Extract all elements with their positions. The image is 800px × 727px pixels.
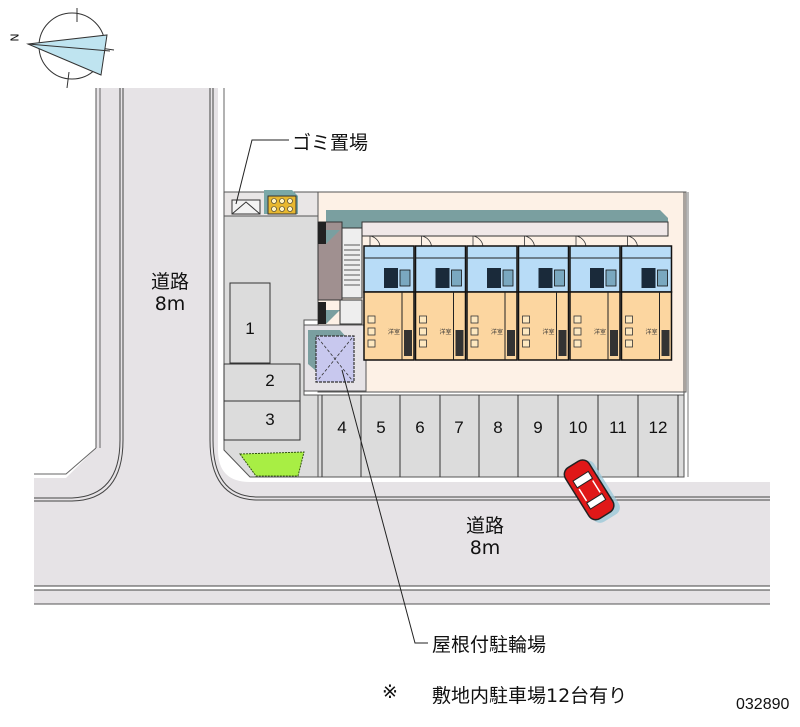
- apartment-unit: 洋室: [620, 235, 673, 361]
- parking-spaces-west: [223, 282, 301, 441]
- footnote-mark: ※: [382, 681, 398, 703]
- parking-space-9: 9: [533, 418, 543, 437]
- garbage-box-icon: [231, 199, 261, 215]
- car-icon: [563, 459, 620, 523]
- apartment-unit: 洋室: [414, 235, 467, 361]
- apartment-unit: 洋室: [363, 235, 415, 361]
- south-road-width: 8m: [469, 537, 501, 559]
- parking-space-2: 2: [265, 371, 275, 390]
- apartment-units: 洋室 洋室 洋室 洋室 洋室 洋室: [363, 235, 673, 361]
- garbage-callout-line: [235, 139, 289, 205]
- bicycle-shelter: [303, 324, 367, 392]
- south-road-name: 道路: [465, 515, 504, 537]
- apartment-unit: 洋室: [466, 235, 518, 361]
- footnote-parking: 敷地内駐車場12台有り: [432, 685, 628, 707]
- grass-patch: [239, 451, 305, 477]
- parking-space-8: 8: [493, 418, 503, 437]
- parking-space-6: 6: [415, 418, 425, 437]
- parking-space-12: 12: [648, 418, 668, 437]
- room-label: 洋室: [491, 328, 503, 336]
- room-label: 洋室: [440, 328, 452, 336]
- west-road-name: 道路: [150, 271, 189, 293]
- parking-space-11: 11: [609, 418, 627, 437]
- parking-space-1: 1: [245, 319, 255, 338]
- room-label: 洋室: [388, 328, 400, 336]
- parking-space-7: 7: [454, 418, 464, 437]
- bicycle-shelter-label: 屋根付駐輪場: [432, 634, 547, 656]
- apartment-unit: 洋室: [517, 235, 570, 361]
- apartment-building: [317, 210, 669, 325]
- south-road-label: 道路 8m: [450, 515, 520, 559]
- bicycle-callout-line: [341, 369, 428, 644]
- room-label: 洋室: [646, 328, 658, 336]
- parking-space-5: 5: [376, 418, 386, 437]
- parking-spaces-south: [321, 395, 679, 477]
- west-road-label: 道路 8m: [140, 271, 200, 315]
- garbage-station-label: ゴミ置場: [292, 132, 369, 154]
- west-road-width: 8m: [154, 293, 186, 315]
- room-label: 洋室: [594, 328, 606, 336]
- room-label: 洋室: [543, 328, 555, 336]
- property-code: 032890: [736, 696, 790, 713]
- parking-space-4: 4: [337, 418, 347, 437]
- parking-space-3: 3: [265, 410, 275, 429]
- west-road: [34, 88, 770, 605]
- compass-icon: [26, 8, 115, 89]
- parking-space-10: 10: [568, 418, 588, 437]
- compass-north-label: N: [8, 33, 22, 42]
- apartment-unit: 洋室: [569, 235, 621, 361]
- garbage-bin-icon: [264, 190, 298, 215]
